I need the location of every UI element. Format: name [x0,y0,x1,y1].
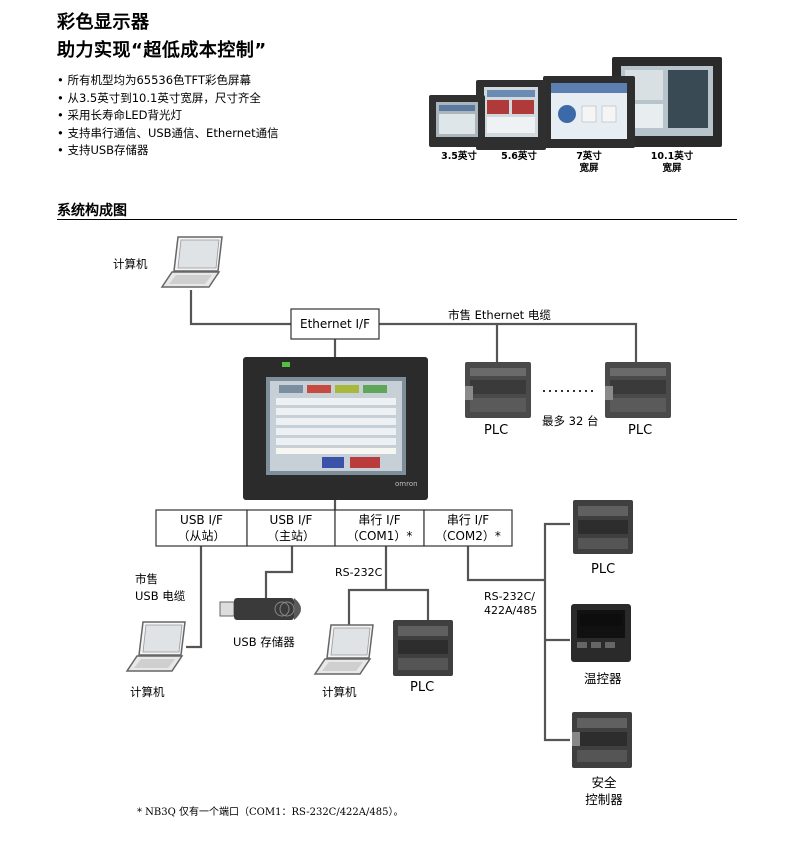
section-divider [57,219,737,220]
hmi-10inch-image [612,57,722,147]
hmi-5inch-image [476,80,546,150]
laptop-icon-usb [125,621,186,672]
feature-item: 从3.5英寸到10.1英寸宽屏，尺寸齐全 [57,90,279,108]
plc-icon-com2 [573,500,633,554]
plc-label-ethernet-right: PLC [628,423,653,438]
rs232c-label: RS-232C [335,566,383,579]
usb-storage-label: USB 存储器 [233,635,295,649]
laptop-icon-top [160,236,223,288]
plc-label-ethernet-left: PLC [484,423,509,438]
feature-item: 采用长寿命LED背光灯 [57,107,279,125]
hmi-3inch-image [429,95,485,147]
title-line1: 彩色显示器 [57,12,150,33]
model-label-7inch: 7英寸宽屏 [576,151,602,174]
port-com1: 串行 I/F（COM1）* [346,513,413,543]
temp-controller-icon [571,604,631,662]
plc-label-serial: PLC [410,680,435,695]
feature-item: 所有机型均为65536色TFT彩色屏幕 [57,72,279,90]
feature-item: 支持串行通信、USB通信、Ethernet通信 [57,125,278,143]
port-com2: 串行 I/F（COM2）* [435,513,501,543]
hmi-main-image [243,357,428,500]
port-usb-master: USB I/F（主站） [266,513,315,543]
laptop-icon-serial [313,624,374,675]
model-label-3inch: 3.5英寸 [441,151,477,162]
temp-controller-label: 温控器 [584,671,622,686]
port-usb-slave: USB I/F（从站） [177,513,226,543]
safety-controller-icon [572,712,632,768]
model-label-5inch: 5.6英寸 [501,151,537,162]
hmi-7inch-image [543,76,635,148]
feature-item: 支持USB存储器 [57,142,279,160]
usb-stick-icon [219,598,301,620]
max-units-label: 最多 32 台 [542,414,599,428]
computer-label-usb: 计算机 [130,685,165,699]
plc-icon-ethernet-right [605,362,671,418]
footnote: * NB3Q 仅有一个端口（COM1：RS-232C/422A/485）。 [137,807,404,818]
computer-label-top: 计算机 [113,257,148,271]
title-line2: 助力实现“超低成本控制” [57,40,267,61]
model-label-10inch: 10.1英寸宽屏 [650,151,694,174]
computer-label-serial: 计算机 [322,685,357,699]
plc-icon-serial [393,620,453,676]
ethernet-cable-label: 市售 Ethernet 电缆 [448,308,551,322]
ethernet-if-label: Ethernet I/F [300,317,370,331]
hmi-brand-logo: omron [395,480,418,488]
plc-label-com2: PLC [591,562,616,577]
section-title: 系统构成图 [57,203,127,219]
safety-controller-label: 安全控制器 [585,775,623,807]
feature-list: 所有机型均为65536色TFT彩色屏幕 从3.5英寸到10.1英寸宽屏，尺寸齐全… [57,72,279,160]
plc-icon-ethernet-left [465,362,531,418]
rs485-label: RS-232C/422A/485 [484,590,538,617]
